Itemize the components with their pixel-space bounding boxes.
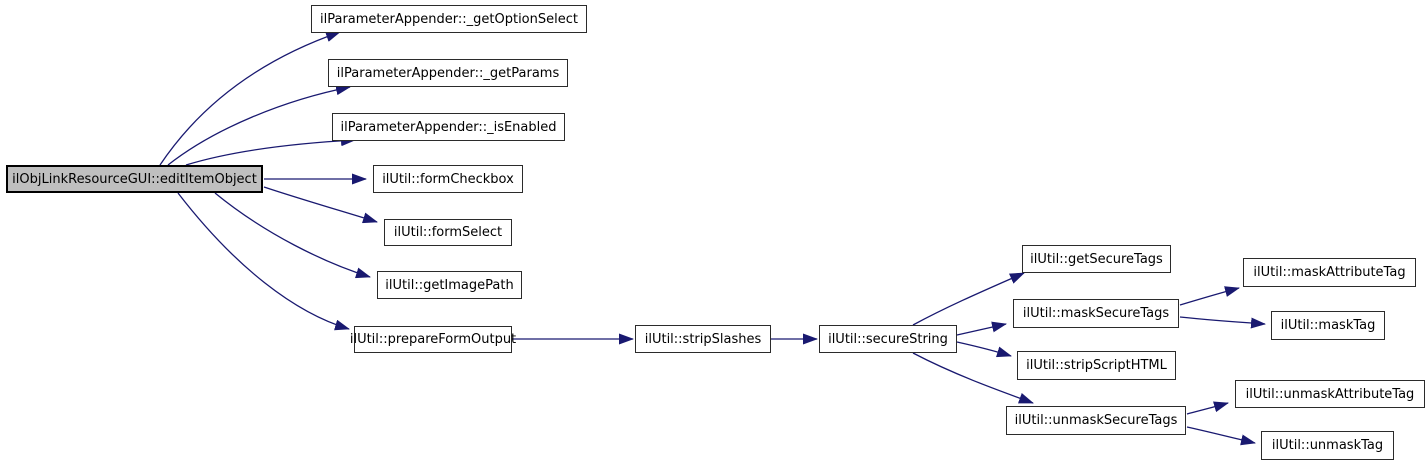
edge-securestring-unmasksecuretags (912, 352, 1034, 404)
node-get-secure-tags[interactable]: ilUtil::getSecureTags (1022, 245, 1171, 273)
edge-edititemobject-prepareformoutput (177, 192, 350, 331)
node-is-enabled[interactable]: ilParameterAppender::_isEnabled (332, 113, 565, 141)
node-mask-tag[interactable]: ilUtil::maskTag (1271, 311, 1385, 340)
edge-edititemobject-isenabled (185, 135, 356, 166)
node-get-image-path[interactable]: ilUtil::getImagePath (377, 271, 522, 299)
node-mask-attribute-tag[interactable]: ilUtil::maskAttributeTag (1243, 258, 1416, 287)
node-strip-slashes[interactable]: ilUtil::stripSlashes (635, 325, 771, 353)
edge-edititemobject-formselect (263, 186, 378, 224)
node-get-params[interactable]: ilParameterAppender::_getParams (328, 59, 568, 87)
node-form-select[interactable]: ilUtil::formSelect (384, 219, 512, 246)
node-secure-string[interactable]: ilUtil::secureString (819, 325, 957, 353)
node-form-checkbox[interactable]: ilUtil::formCheckbox (373, 165, 523, 193)
node-unmask-secure-tags[interactable]: ilUtil::unmaskSecureTags (1006, 406, 1186, 435)
edge-masksecuretags-masktag (1179, 316, 1266, 329)
node-get-option-select[interactable]: ilParameterAppender::_getOptionSelect (311, 5, 587, 33)
edge-unmasksecuretags-unmasktag (1186, 426, 1256, 446)
edge-edititemobject-getoptionselect (159, 31, 341, 166)
node-prepare-form-output[interactable]: ilUtil::prepareFormOutput (350, 326, 516, 353)
node-edit-item-object: ilObjLinkResourceGUI::editItemObject (6, 165, 263, 193)
node-strip-script-html[interactable]: ilUtil::stripScriptHTML (1017, 351, 1176, 380)
node-mask-secure-tags[interactable]: ilUtil::maskSecureTags (1013, 299, 1179, 328)
edge-securestring-stripscripthtml (956, 341, 1012, 358)
node-unmask-tag[interactable]: ilUtil::unmaskTag (1261, 431, 1394, 460)
edge-edititemobject-getparams (167, 84, 351, 166)
edge-unmasksecuretags-unmaskattributetag (1186, 401, 1229, 415)
edge-edititemobject-getimagepath (214, 192, 371, 279)
node-unmask-attribute-tag[interactable]: ilUtil::unmaskAttributeTag (1235, 380, 1425, 408)
edge-securestring-getsecuretags (912, 272, 1025, 326)
edge-securestring-masksecuretags (956, 321, 1007, 336)
edge-masksecuretags-maskattributetag (1179, 286, 1240, 306)
